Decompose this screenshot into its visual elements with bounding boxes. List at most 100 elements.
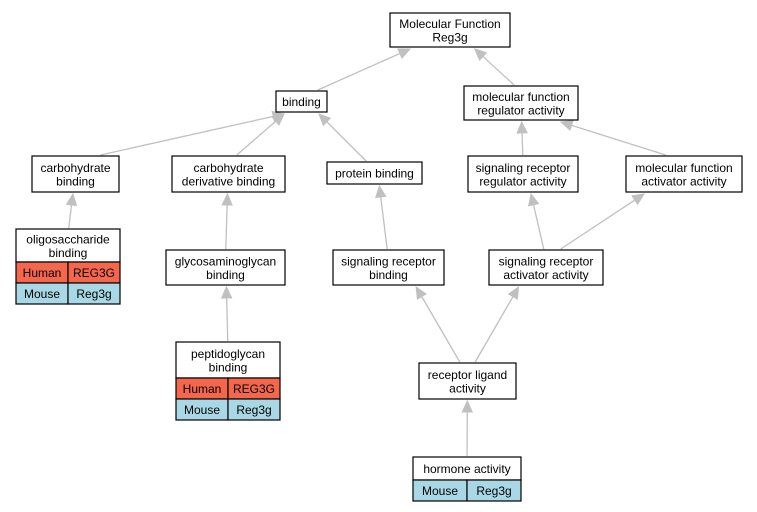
gene-cell (466, 479, 522, 502)
edge-mfaa-to-mfra (571, 124, 666, 156)
arrowhead-sraa-to-mfaa (631, 193, 646, 206)
term-box (165, 249, 286, 286)
term-label-line: derivative binding (182, 174, 275, 188)
term-box (389, 12, 511, 48)
edge-sraa-to-srra (532, 204, 545, 250)
arrowhead-mfaa-to-mfra (559, 119, 574, 131)
term-box (326, 161, 423, 185)
term-label-line: Molecular Function (399, 17, 500, 31)
ortholog-row-human: Human REG3G (15, 261, 121, 284)
edge-prot-to-bind (326, 121, 367, 162)
edge-carb-to-bind (100, 115, 274, 156)
edge-gagb-to-cdb (225, 204, 228, 250)
term-box (31, 155, 120, 193)
edge-rla-to-srb (421, 296, 461, 363)
term-box (418, 362, 517, 400)
species-label: Mouse (422, 484, 458, 498)
arrowhead-pept-to-gagb (220, 285, 233, 299)
edge-pept-to-gagb (226, 297, 229, 342)
term-label-line: carbohydrate (193, 161, 263, 175)
term-box (171, 155, 286, 193)
go-term-bind: binding (275, 90, 328, 113)
term-label-line: activator activity (641, 174, 726, 188)
term-label-line: binding (56, 174, 95, 188)
term-label-line: peptidoglycan (191, 347, 265, 361)
term-label-line: signaling receptor (476, 161, 571, 175)
term-box (467, 155, 579, 193)
term-box (15, 228, 121, 263)
term-label-line: protein binding (335, 167, 414, 181)
term-label-line: hormone activity (423, 462, 510, 476)
term-box (275, 90, 328, 113)
ortholog-row-human: Human REG3G (175, 377, 281, 400)
term-label-line: binding (49, 246, 88, 260)
term-box (332, 249, 445, 286)
species-label: Mouse (184, 403, 220, 417)
gene-label: REG3G (233, 382, 275, 396)
arrowhead-rla-to-srb (415, 285, 427, 300)
term-label-line: Reg3g (432, 30, 467, 44)
arrowhead-srb-to-prot (375, 184, 387, 199)
species-label: Mouse (24, 287, 60, 301)
term-label-line: molecular function (635, 161, 732, 175)
term-box (175, 341, 281, 379)
term-box (625, 155, 743, 193)
term-label-line: molecular function (472, 90, 569, 104)
term-label-line: binding (282, 95, 321, 109)
term-box (488, 249, 604, 286)
term-label-line: binding (206, 268, 245, 282)
arrowhead-rla-to-sraa (507, 285, 520, 300)
arrowhead-srra-to-mfra (516, 120, 528, 134)
arrowhead-cdb-to-bind (271, 113, 285, 126)
species-label: Human (23, 266, 62, 280)
gene-label: Reg3g (76, 287, 111, 301)
edge-rla-to-sraa (474, 296, 514, 363)
edge-sraa-to-mfaa (560, 199, 636, 250)
term-label-line: binding (209, 360, 248, 374)
edge-cdb-to-bind (236, 120, 277, 156)
term-label-line: activity (449, 381, 486, 395)
edge-srb-to-prot (380, 196, 388, 250)
term-label-line: regulator activity (477, 103, 564, 117)
term-label-line: regulator activity (479, 174, 566, 188)
gene-label: REG3G (73, 266, 115, 280)
gene-cell (67, 282, 121, 305)
arrowhead-prot-to-bind (318, 113, 332, 127)
arrowhead-gagb-to-cdb (221, 192, 233, 206)
edge-bind-to-mf (317, 52, 401, 91)
ortholog-row-mouse: Mouse Reg3g (15, 282, 121, 305)
term-label-line: activator activity (503, 268, 588, 282)
term-label-line: oligosaccharide (26, 232, 110, 246)
term-label-line: binding (369, 268, 408, 282)
arrowhead-bind-to-mf (397, 48, 412, 59)
species-label: Human (183, 382, 222, 396)
arrowhead-olig-to-carb (65, 192, 78, 207)
arrowhead-sraa-to-srra (528, 192, 540, 207)
arrowhead-mfra-to-mf (473, 48, 488, 62)
edge-srra-to-mfra (521, 132, 524, 156)
term-label-line: glycosaminoglycan (175, 254, 276, 268)
gene-label: Reg3g (236, 403, 271, 417)
gene-cell (227, 398, 281, 421)
term-label-line: signaling receptor (499, 254, 594, 268)
edge-olig-to-carb (68, 204, 73, 229)
term-label-line: receptor ligand (428, 368, 507, 382)
term-box (463, 85, 579, 121)
term-label-line: signaling receptor (341, 254, 436, 268)
